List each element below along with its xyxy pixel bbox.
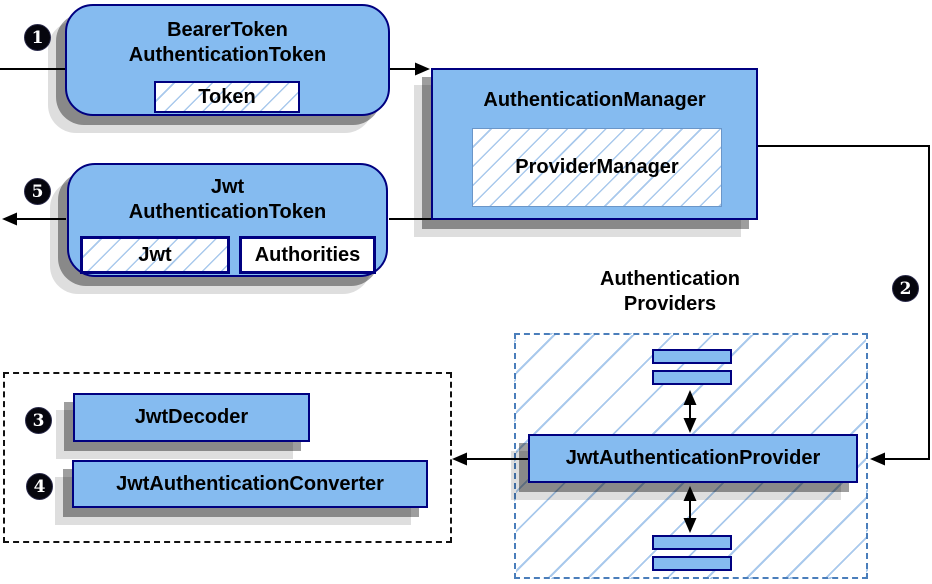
jwt-decoder-node: JwtDecoder <box>73 393 310 442</box>
node-title: AuthenticationManager <box>433 88 756 113</box>
jwt-authentication-provider-node: JwtAuthenticationProvider <box>528 434 858 483</box>
provider-manager-chip-label: ProviderManager <box>515 156 679 178</box>
arrowhead-up-icon <box>683 486 697 501</box>
jwt-authentication-converter-node: JwtAuthenticationConverter <box>72 460 428 508</box>
jwt-helpers-group-box <box>3 372 452 543</box>
arrowhead-left-icon <box>2 212 17 226</box>
step-5-number: 5 <box>31 181 44 202</box>
node-title-line1: AuthenticationManager <box>483 89 706 111</box>
authorities-chip: Authorities <box>239 236 376 274</box>
step-1-badge: 1 <box>24 24 51 51</box>
token-chip-label: Token <box>198 85 256 108</box>
step-1-number: 1 <box>31 27 44 48</box>
arrowhead-up-icon <box>683 390 697 405</box>
node-title-line1: Jwt <box>210 176 245 198</box>
provider-manager-chip: ProviderManager <box>472 128 722 207</box>
arrowhead-left-icon <box>870 452 885 466</box>
token-chip: Token <box>154 81 300 113</box>
bearer-token-authentication-token-node: BearerToken AuthenticationToken Token <box>65 4 390 116</box>
authentication-providers-title: Authentication Providers <box>544 267 796 317</box>
manager-to-provider-line <box>758 145 930 460</box>
step-4-badge: 4 <box>26 473 53 500</box>
step-5-badge: 5 <box>24 178 51 205</box>
jwt-chip-label: Jwt <box>138 243 172 266</box>
jwt-chip: Jwt <box>80 236 230 274</box>
other-provider-bar <box>652 370 732 385</box>
arrowhead-right-icon <box>415 62 430 76</box>
step-3-number: 3 <box>32 410 45 431</box>
other-provider-bar <box>652 535 732 550</box>
authentication-manager-node: AuthenticationManager ProviderManager <box>431 68 758 220</box>
step-2-badge: 2 <box>892 275 919 302</box>
arrowhead-left-icon <box>452 452 467 466</box>
step-2-number: 2 <box>899 278 912 299</box>
node-title-line1: BearerToken <box>167 19 288 41</box>
step-3-badge: 3 <box>25 407 52 434</box>
arrowhead-down-icon <box>683 518 697 533</box>
jwt-authentication-token-node: Jwt AuthenticationToken Jwt Authorities <box>67 163 388 277</box>
step-4-number: 4 <box>33 476 46 497</box>
node-title-line1: JwtAuthenticationConverter <box>116 472 384 495</box>
group-title-line1: Authentication <box>600 268 740 290</box>
node-title: Jwt AuthenticationToken <box>69 175 386 225</box>
arrowhead-down-icon <box>683 418 697 433</box>
other-provider-bar <box>652 556 732 571</box>
group-title-line2: Providers <box>623 293 717 315</box>
node-title-line2: AuthenticationToken <box>128 44 327 66</box>
node-title-line1: JwtAuthenticationProvider <box>565 447 821 469</box>
authorities-chip-label: Authorities <box>254 243 361 266</box>
node-title-line2: AuthenticationToken <box>128 201 327 223</box>
other-provider-bar <box>652 349 732 364</box>
node-title-line1: JwtDecoder <box>134 406 249 428</box>
node-title: BearerToken AuthenticationToken <box>67 18 388 68</box>
